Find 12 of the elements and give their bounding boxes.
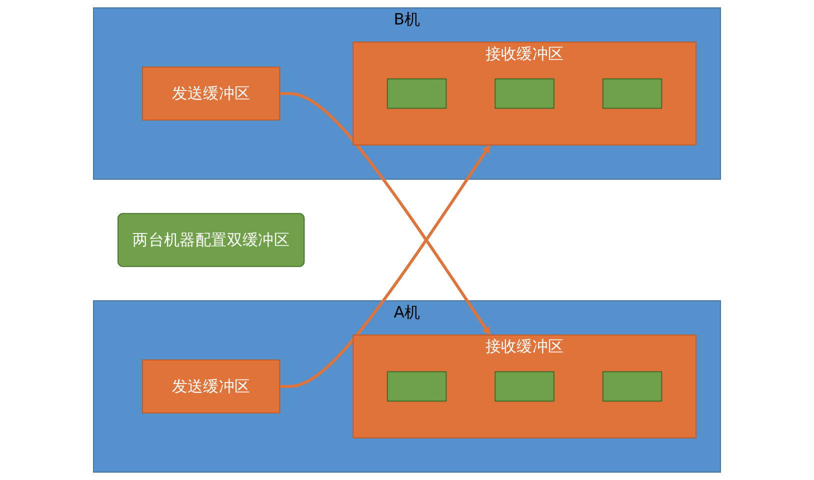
- node-box: [602, 78, 662, 109]
- node-box: 发送缓冲区: [142, 66, 280, 120]
- cluster: 接收缓冲区: [352, 334, 696, 438]
- node-box: [386, 371, 447, 402]
- node-box: [386, 78, 447, 109]
- arrow: [280, 144, 491, 388]
- node-box: 发送缓冲区: [142, 360, 280, 414]
- node-box: [494, 78, 554, 109]
- node-box: [494, 371, 554, 402]
- cluster: 接收缓冲区: [352, 42, 696, 146]
- node-box: [602, 371, 662, 402]
- arrow: [280, 92, 491, 336]
